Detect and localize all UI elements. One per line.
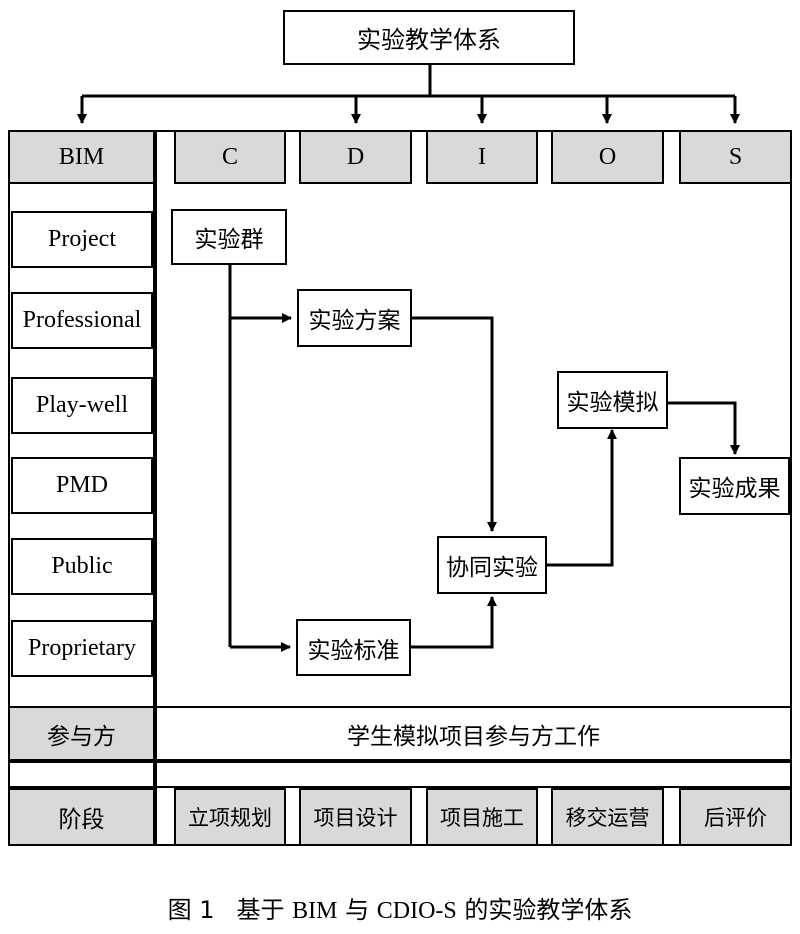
caption-text-2: 与 (337, 896, 377, 924)
arrow-collab-to-simulate (547, 429, 617, 567)
stages-label: 阶段 (8, 788, 155, 846)
arrow-simulate-to-result (668, 401, 740, 455)
stage-3: 项目施工 (426, 788, 538, 846)
title-box: 实验教学体系 (283, 10, 575, 65)
participants-label: 参与方 (8, 706, 155, 761)
flow-result-box: 实验成果 (679, 457, 790, 515)
stage-1: 立项规划 (174, 788, 286, 846)
column-i-header: I (426, 130, 538, 184)
column-d-header: D (299, 130, 412, 184)
bim-item-professional: Professional (11, 292, 153, 349)
stage-4: 移交运营 (551, 788, 664, 846)
bim-item-project: Project (11, 211, 153, 268)
stage-5: 后评价 (679, 788, 792, 846)
caption-bim: BIM (292, 898, 338, 924)
column-o-header: O (551, 130, 664, 184)
caption-text-3: 的实验教学体系 (456, 896, 633, 924)
caption-cdio-s: CDIO-S (376, 898, 457, 924)
caption-number: 图 1 (167, 896, 215, 924)
bim-item-play-well: Play-well (11, 377, 153, 434)
stage-2: 项目设计 (299, 788, 412, 846)
figure-caption: 图 1 基于 BIM 与 CDIO-S 的实验教学体系 (0, 890, 800, 925)
arrow-plan-to-collab (412, 316, 497, 532)
arrow-standard-to-collab (411, 596, 497, 649)
bim-header: BIM (8, 130, 155, 184)
column-s-header: S (679, 130, 792, 184)
flow-simulate-box: 实验模拟 (557, 371, 668, 429)
flow-standard-box: 实验标准 (296, 619, 411, 676)
flow-plan-box: 实验方案 (297, 289, 412, 347)
bim-item-public: Public (11, 538, 153, 595)
participants-value: 学生模拟项目参与方工作 (155, 706, 792, 761)
flow-group-box: 实验群 (171, 209, 287, 265)
column-c-header: C (174, 130, 286, 184)
spacer-row (8, 761, 792, 788)
bim-item-pmd: PMD (11, 457, 153, 514)
flow-collab-box: 协同实验 (437, 536, 547, 594)
bim-item-proprietary: Proprietary (11, 620, 153, 677)
caption-text-1: 基于 (236, 896, 293, 924)
